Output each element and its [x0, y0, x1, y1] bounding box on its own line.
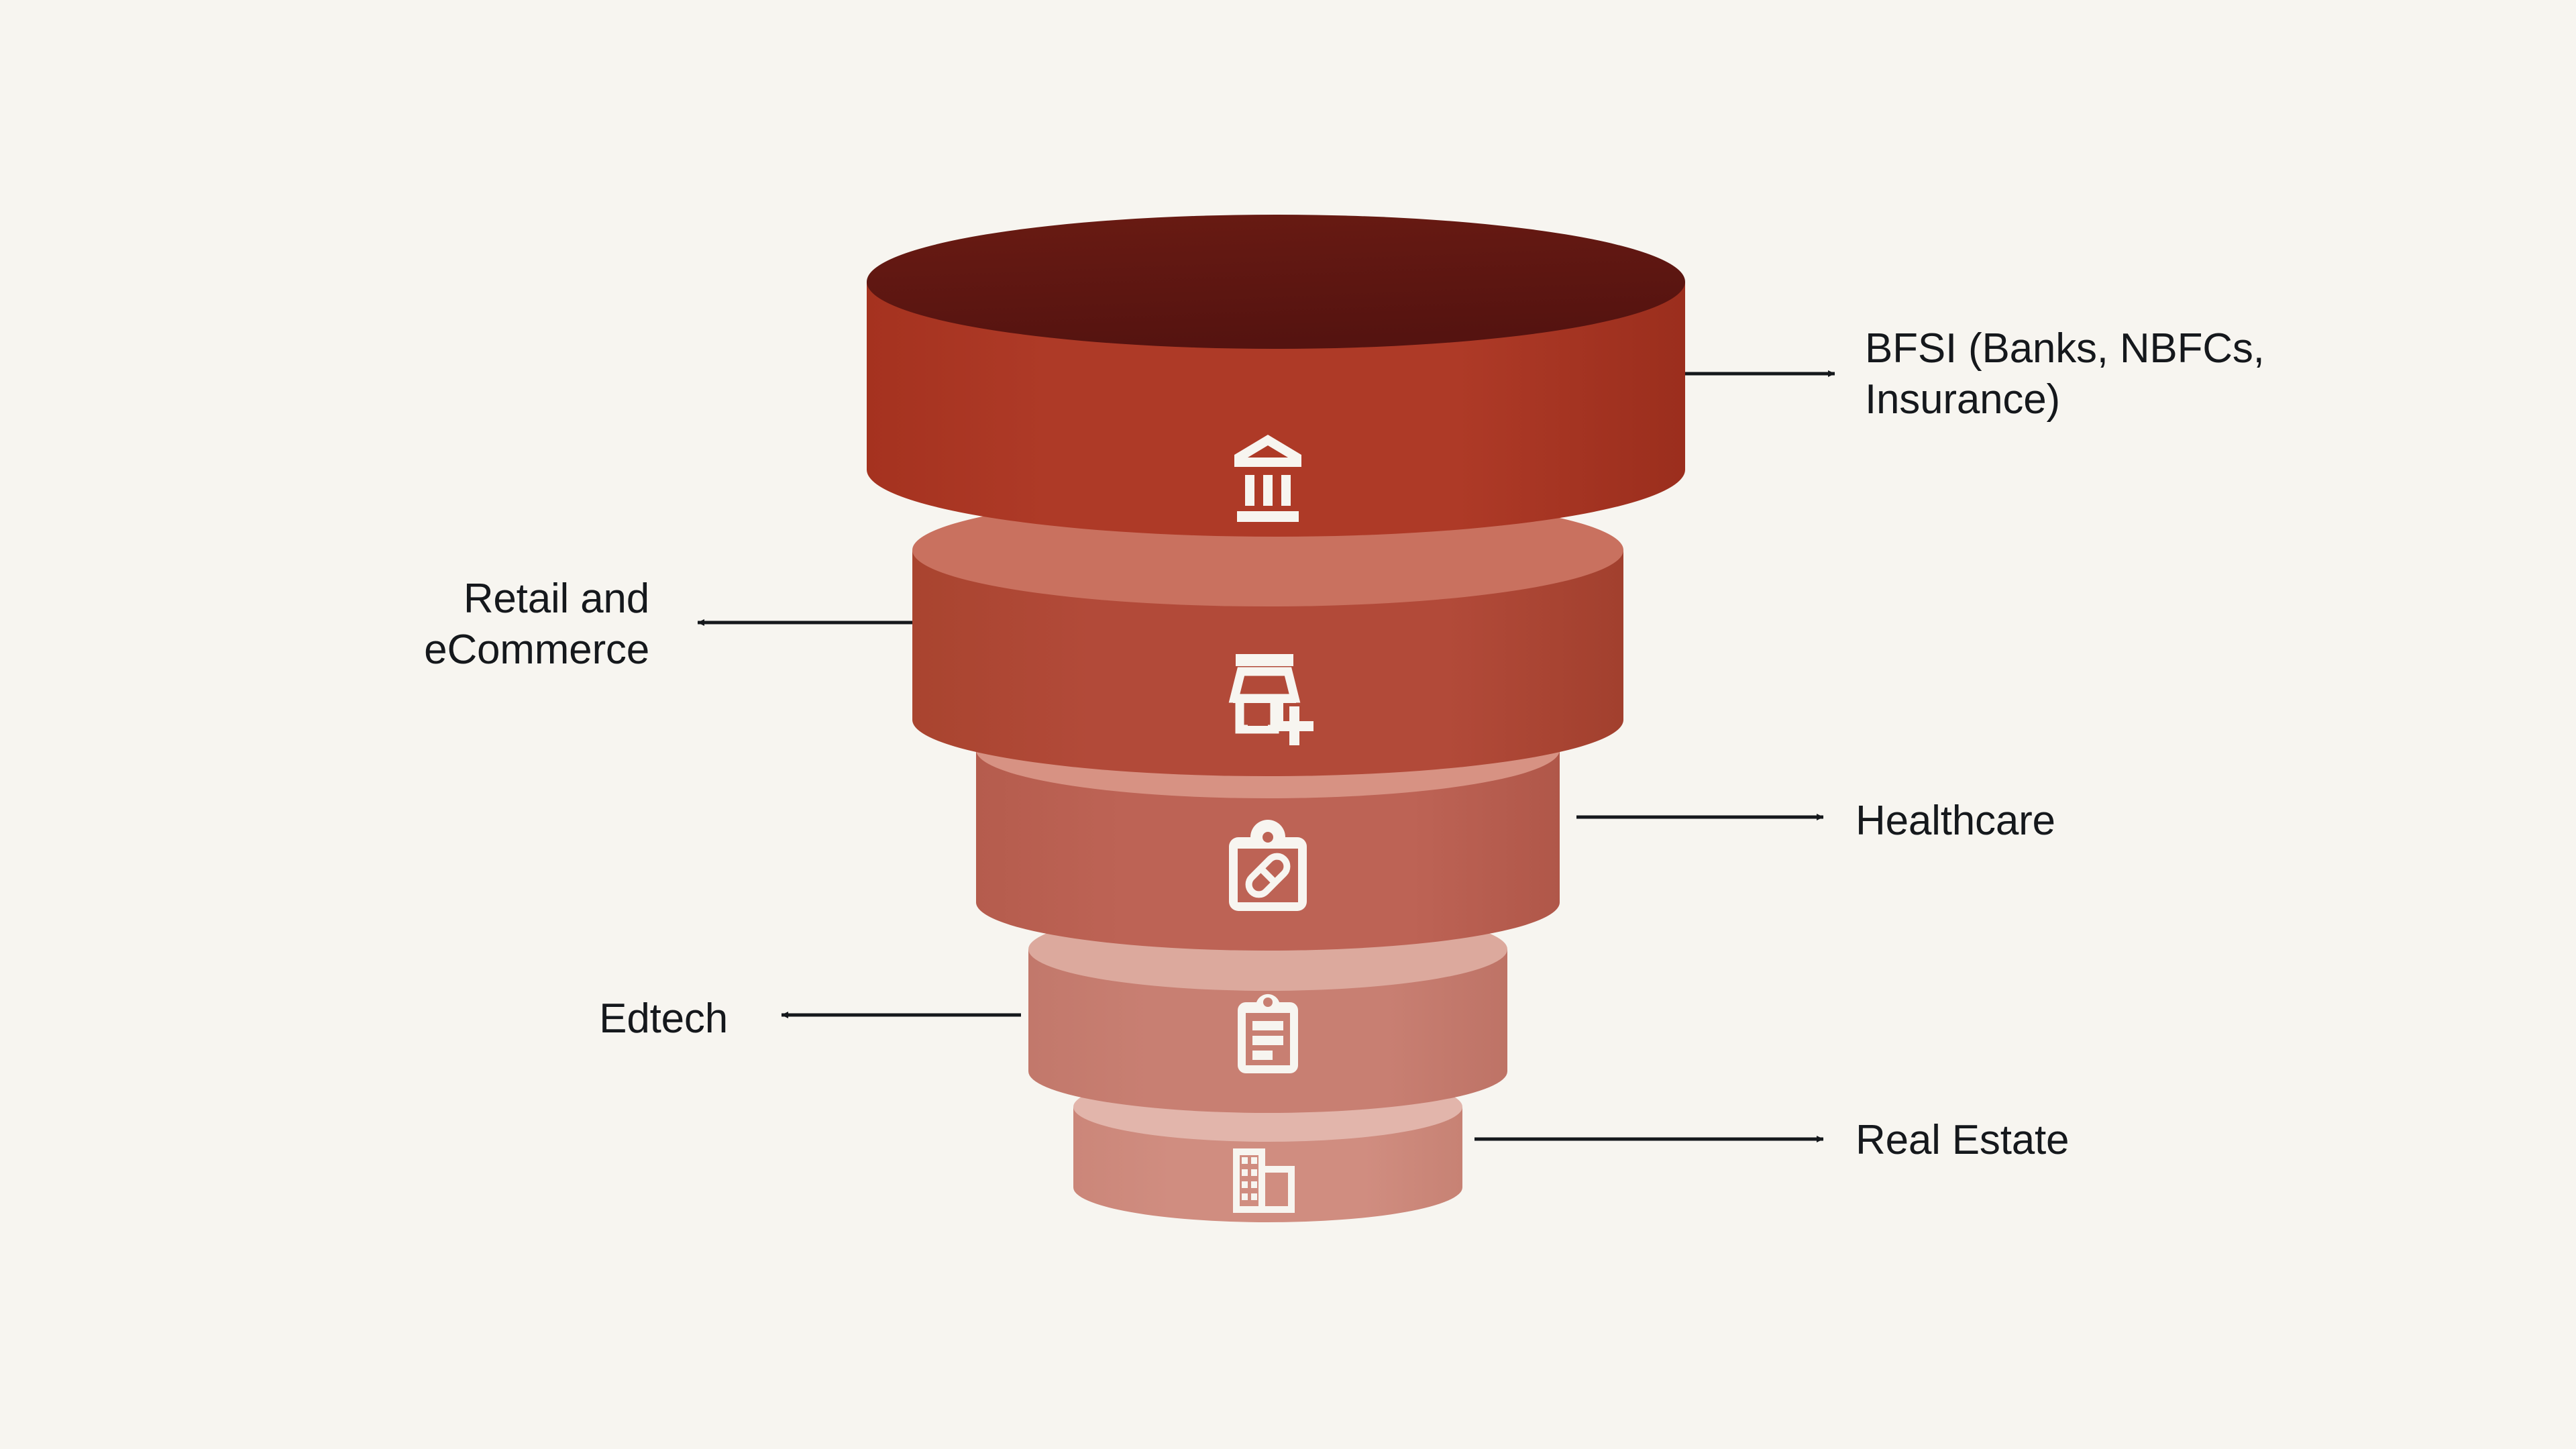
- building-icon: [1233, 1148, 1295, 1213]
- plus-badge: [1275, 706, 1313, 745]
- storefront-plus-icon: [1228, 654, 1313, 745]
- bank-icon: [1234, 435, 1301, 522]
- stage-label-realestate: Real Estate: [1856, 1117, 2070, 1163]
- clipboard-pill-icon: [1229, 820, 1307, 911]
- funnel-stage-bfsi[interactable]: [867, 215, 1685, 537]
- stage-bfsi-top-opening: [867, 215, 1685, 349]
- stage-label-edtech: Edtech: [599, 996, 728, 1042]
- stage-label-retail: Retail and eCommerce: [424, 576, 649, 673]
- connector-lines: [697, 370, 1835, 1142]
- stage-bfsi-body: [867, 282, 1685, 537]
- stage-label-healthcare: Healthcare: [1856, 798, 2055, 844]
- clipboard-lines-icon: [1238, 994, 1298, 1073]
- stage-label-bfsi: BFSI (Banks, NBFCs, Insurance): [1865, 325, 2265, 423]
